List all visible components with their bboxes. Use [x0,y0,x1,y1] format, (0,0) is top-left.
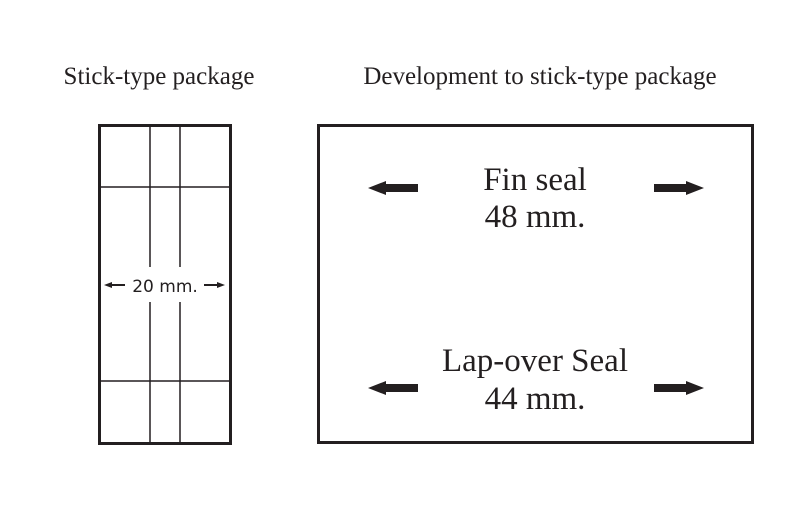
stick-package-box [98,124,232,445]
fin-seal-value: 48 mm. [485,199,586,235]
width-label: 20 mm. [132,277,198,297]
arrow-left-icon [368,181,418,195]
fin-seal-label: Fin seal [483,162,587,198]
arrow-right-icon [654,381,704,395]
development-box [317,124,754,444]
lap-seal-label: Lap-over Seal [442,343,628,379]
development-title: Development to stick-type package [363,63,716,90]
arrow-left-icon [368,381,418,395]
arrow-right-icon [654,181,704,195]
lap-seal-value: 44 mm. [485,381,586,417]
stick-package-title: Stick-type package [64,63,255,90]
width-dimension-arrows [104,282,225,288]
